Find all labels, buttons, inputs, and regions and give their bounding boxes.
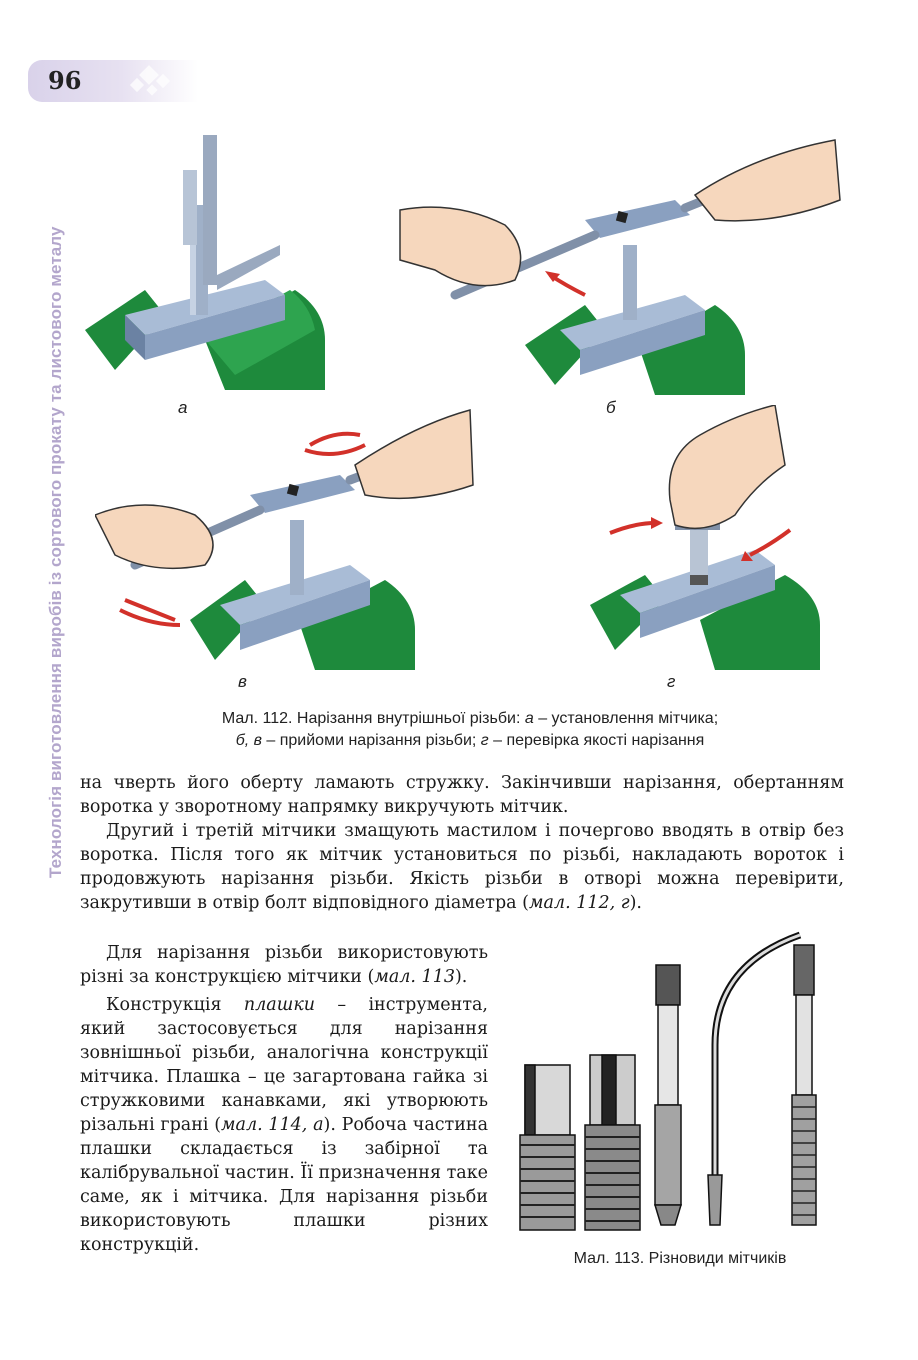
body-text-left-column: Для нарізання різьби використовують різн… bbox=[80, 941, 488, 1257]
caption-italic-a: а bbox=[524, 710, 534, 727]
paragraph-4-text: – інструмента, який застосовується для н… bbox=[80, 995, 488, 1135]
paragraph-4-text: ). Робоча частина плашки складається із … bbox=[80, 1115, 489, 1255]
caption-text: – перевірка якості нарізання bbox=[488, 732, 705, 749]
caption-italic-bv: б, в bbox=[235, 732, 262, 749]
caption-text: Мал. 112. Нарізання внутрішньої різьби: bbox=[221, 710, 525, 727]
caption-text: – установлення мітчика; bbox=[533, 710, 719, 727]
figure-112-label-v: в bbox=[238, 672, 247, 691]
figure-112-label-a: а bbox=[178, 398, 188, 417]
figure-113-taps-illustration bbox=[519, 931, 817, 1231]
paragraph-3-text: ). bbox=[454, 967, 468, 987]
caption-text: – прийоми нарізання різьби; bbox=[261, 732, 481, 749]
figure-reference: мал. 114, а bbox=[221, 1115, 324, 1135]
figure-112-g-illustration bbox=[590, 405, 820, 670]
paragraph-4: Конструкція плашки – інструмента, який з… bbox=[80, 993, 488, 1257]
figure-112-label-g: г bbox=[667, 672, 676, 691]
body-text-full-width: на чверть його оберту ламають стружку. З… bbox=[80, 771, 844, 915]
page-number: 96 bbox=[48, 66, 82, 95]
paragraph-4-text: Конструкція bbox=[106, 995, 244, 1015]
paragraph-2-text: Другий і третій мітчики змащують мастило… bbox=[80, 821, 844, 913]
term-italic: плашки bbox=[243, 995, 316, 1015]
figure-reference: мал. 113 bbox=[374, 967, 455, 987]
ornament-icon bbox=[129, 65, 171, 96]
paragraph-3-text: Для нарізання різьби використовують різн… bbox=[80, 943, 488, 987]
figure-reference: мал. 112, г bbox=[528, 893, 630, 913]
figure-112-caption: Мал. 112. Нарізання внутрішньої різьби: … bbox=[100, 708, 840, 752]
figure-112-b-illustration bbox=[399, 139, 841, 395]
figure-112-a-illustration bbox=[85, 135, 325, 390]
figure-112-label-b: б bbox=[606, 398, 616, 417]
figure-112-v-illustration bbox=[95, 409, 474, 670]
figure-113-caption: Мал. 113. Різновиди мітчиків bbox=[573, 1250, 787, 1267]
paragraph-1: на чверть його оберту ламають стружку. З… bbox=[80, 773, 844, 817]
paragraph-3: Для нарізання різьби використовують різн… bbox=[80, 941, 488, 989]
chapter-side-title: Технологія виготовлення виробів із сорто… bbox=[46, 226, 65, 878]
paragraph-2: Другий і третій мітчики змащують мастило… bbox=[80, 819, 844, 915]
caption-italic-g: г bbox=[480, 732, 489, 749]
paragraph-2-text: ). bbox=[629, 893, 642, 913]
